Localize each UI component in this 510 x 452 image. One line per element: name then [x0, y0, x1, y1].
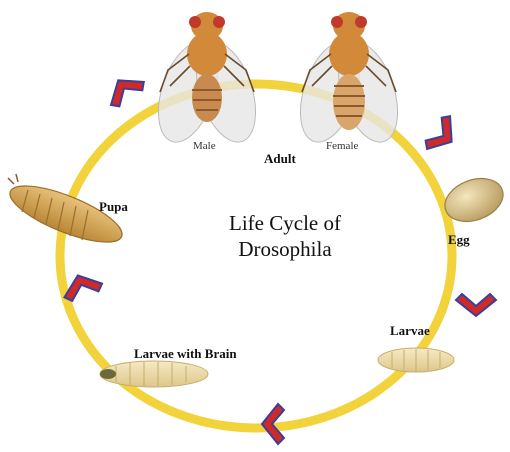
male-label: Male: [193, 140, 216, 152]
larvae-with-brain-label: Larvae with Brain: [134, 346, 237, 362]
larvae-with-brain-illustration: [100, 361, 208, 387]
cycle-arrow-top-left: [102, 69, 147, 110]
pupa-label: Pupa: [99, 199, 128, 215]
male-fly-illustration: [147, 12, 267, 149]
diagram-title: Life Cycle of Drosophila: [190, 210, 380, 262]
larvae-illustration: [378, 348, 454, 372]
title-line-2: Drosophila: [190, 236, 380, 262]
cycle-arrow-right: [456, 294, 496, 316]
cycle-arrow-top-right: [422, 113, 463, 158]
larvae-label: Larvae: [390, 323, 430, 339]
female-label: Female: [326, 140, 358, 152]
female-fly-illustration: [289, 12, 409, 149]
title-line-1: Life Cycle of: [190, 210, 380, 236]
egg-label: Egg: [448, 232, 470, 248]
adult-label: Adult: [264, 151, 296, 167]
